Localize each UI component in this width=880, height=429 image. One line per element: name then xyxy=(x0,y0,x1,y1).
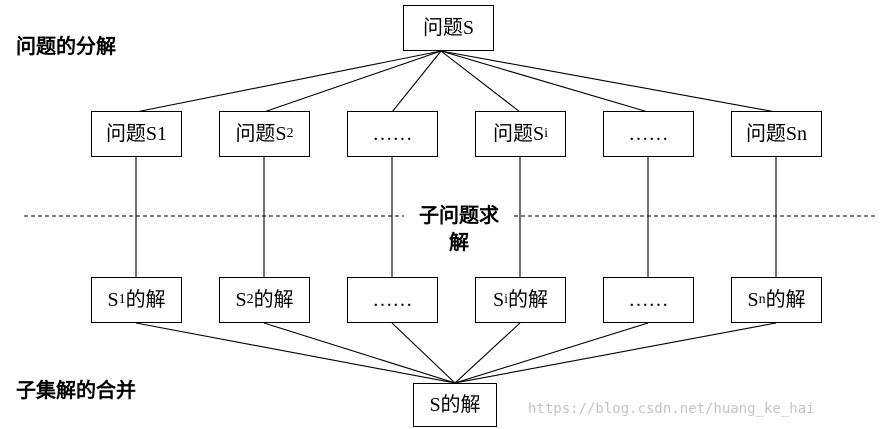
solution-prefix: …… xyxy=(372,289,413,311)
problem-text: …… xyxy=(628,123,669,145)
solution-prefix: S xyxy=(235,289,247,311)
final-solution-text: S的解 xyxy=(429,394,481,416)
solution-suffix: 的解 xyxy=(253,289,294,311)
connector-line xyxy=(391,322,456,384)
connector-line xyxy=(391,50,442,113)
problem-text: 问题S1 xyxy=(105,123,168,145)
subproblem-solve-line1: 子问题求 xyxy=(419,203,499,227)
connector-line xyxy=(440,50,649,113)
connector-line xyxy=(454,322,649,384)
problem-box: …… xyxy=(603,111,694,157)
solution-prefix: …… xyxy=(628,289,669,311)
problem-text: 问题Sn xyxy=(745,123,808,145)
connector-line xyxy=(454,322,521,384)
connector-line xyxy=(263,322,456,384)
subproblem-solve-label: 子问题求 解 xyxy=(404,202,514,256)
problem-text: …… xyxy=(372,123,413,145)
connector-line xyxy=(135,322,456,384)
solution-suffix: 的解 xyxy=(125,289,166,311)
final-solution-box: S的解 xyxy=(413,383,497,427)
connector-line xyxy=(440,50,777,113)
solution-prefix: S xyxy=(747,289,759,311)
decompose-label: 问题的分解 xyxy=(16,34,116,58)
connector-line xyxy=(135,50,442,113)
problem-text: 问题S xyxy=(235,123,287,145)
problem-box: …… xyxy=(347,111,438,157)
root-problem-text: 问题S xyxy=(422,17,475,39)
subproblem-solve-line2: 解 xyxy=(449,230,469,254)
problem-box: 问题Sn xyxy=(731,111,822,157)
connector-line xyxy=(440,50,521,113)
root-problem-box: 问题S xyxy=(403,5,494,51)
solution-prefix: S xyxy=(492,289,505,311)
solution-prefix: S xyxy=(107,289,119,311)
watermark-url: https://blog.csdn.net/huang_ke_hai xyxy=(528,401,815,417)
problem-text: 问题S xyxy=(492,123,545,145)
solution-box: …… xyxy=(347,277,438,323)
solution-suffix: 的解 xyxy=(508,289,548,311)
connector-line xyxy=(263,50,442,113)
solution-box: …… xyxy=(603,277,694,323)
connector-line xyxy=(454,322,777,384)
problem-box: 问题S1 xyxy=(91,111,182,157)
merge-label: 子集解的合并 xyxy=(16,378,136,402)
solution-suffix: 的解 xyxy=(765,289,806,311)
